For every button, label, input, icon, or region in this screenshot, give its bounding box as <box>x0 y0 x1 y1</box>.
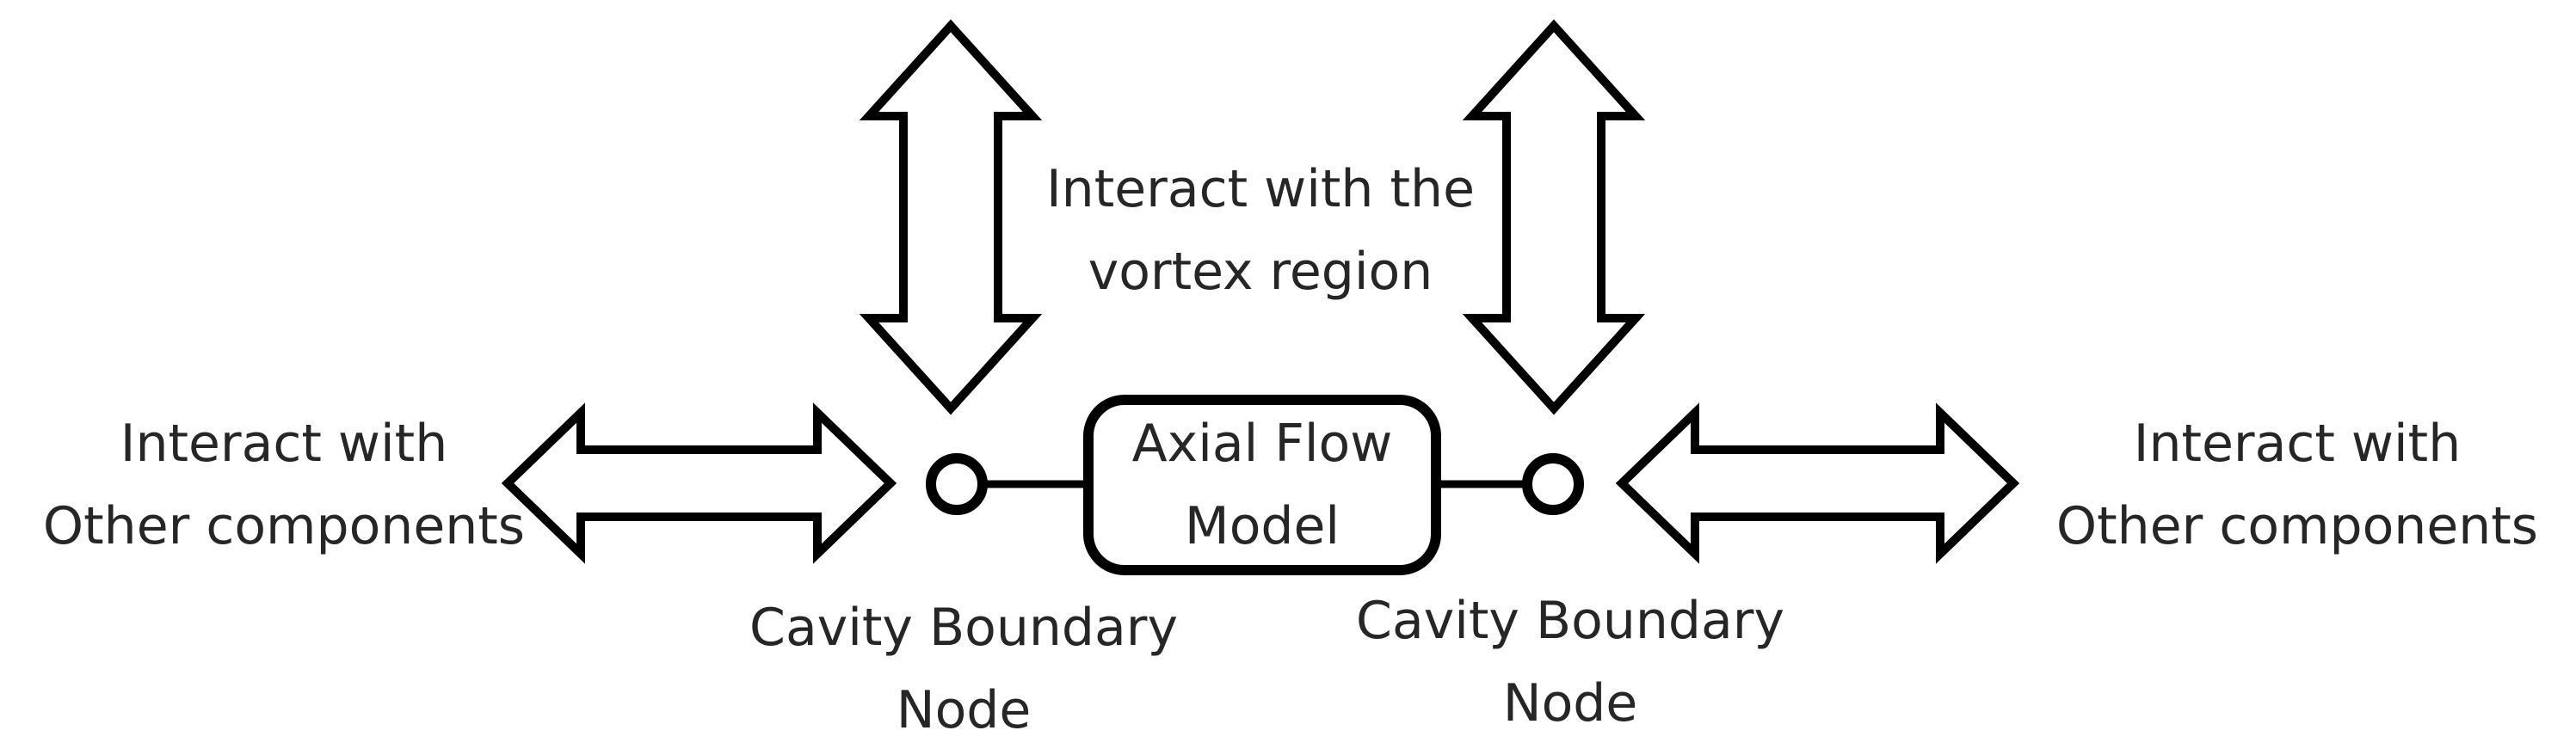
right-cavity-boundary-node-label: Cavity Boundary Node <box>1329 580 1811 745</box>
right-other-components-line2: Other components <box>2055 496 2539 556</box>
left-other-components-line2: Other components <box>42 496 526 556</box>
right-other-components-label: Interact with Other components <box>2022 402 2573 568</box>
right-other-components-line1: Interact with <box>2133 414 2462 474</box>
left-cavity-boundary-node-label: Cavity Boundary Node <box>723 586 1205 752</box>
vortex-region-label: Interact with the vortex region <box>1015 148 1506 313</box>
right-vertical-double-arrow <box>1462 19 1646 415</box>
right-node-label-line1: Cavity Boundary <box>1356 591 1784 651</box>
right-cavity-boundary-node <box>1522 453 1584 515</box>
vortex-region-line1: Interact with the <box>1045 159 1476 219</box>
left-node-label-line1: Cavity Boundary <box>749 598 1178 658</box>
left-horizontal-double-arrow <box>501 402 897 564</box>
vortex-region-line2: vortex region <box>1088 242 1433 302</box>
axial-flow-model-box <box>1083 395 1441 575</box>
axial-flow-model-line2: Model <box>1184 496 1340 556</box>
left-node-label-line2: Node <box>896 680 1032 740</box>
right-horizontal-double-arrow <box>1615 402 2020 564</box>
right-node-label-line2: Node <box>1502 673 1638 734</box>
left-other-components-label: Interact with Other components <box>9 402 559 568</box>
axial-flow-model-label: Axial Flow Model <box>1088 402 1436 568</box>
axial-flow-model-line1: Axial Flow <box>1131 414 1393 474</box>
left-cavity-boundary-node <box>926 453 988 515</box>
left-vertical-double-arrow <box>859 19 1043 415</box>
left-other-components-line1: Interact with <box>120 414 448 474</box>
